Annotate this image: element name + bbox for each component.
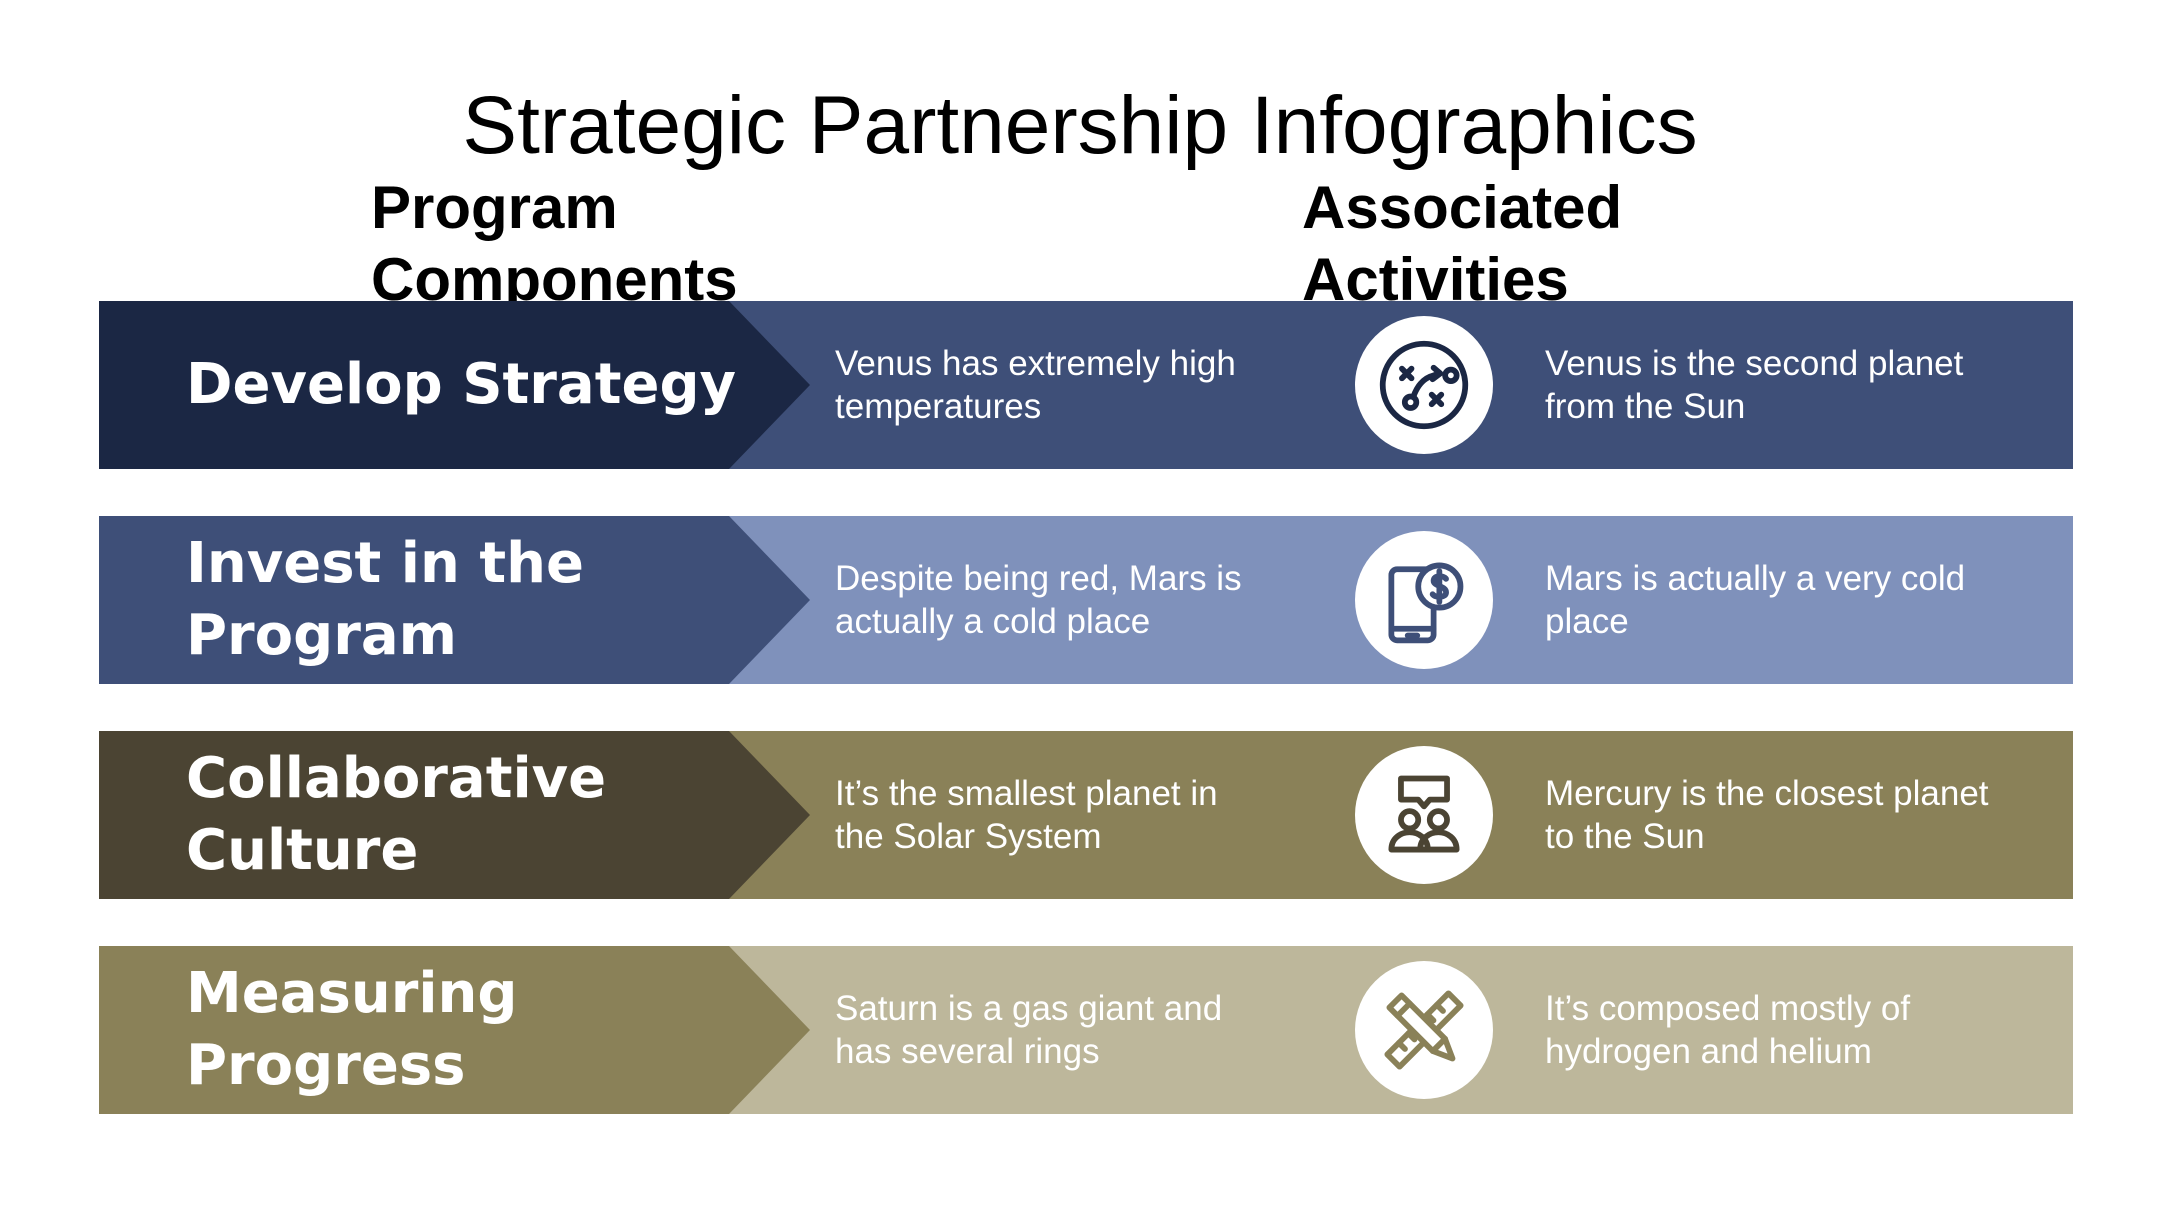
row-arrow: [729, 516, 810, 684]
row-develop-strategy: Develop Strategy Venus has extremely hig…: [99, 301, 2073, 469]
page-title: Strategic Partnership Infographics: [462, 80, 1698, 171]
column-header-program-components: Program Components: [371, 174, 738, 313]
component-description: It’s the smallest planet in the Solar Sy…: [835, 774, 1218, 856]
row-measuring-progress: Measuring Progress Saturn is a gas giant…: [99, 946, 2073, 1114]
row-label-block: [99, 516, 729, 684]
row-invest-in-the-program: Invest in the Program Despite being red,…: [99, 516, 2073, 684]
row-collaborative-culture: Collaborative Culture It’s the smallest …: [99, 731, 2073, 899]
row-label-block: [99, 731, 729, 899]
team-chat-icon: [1388, 775, 1460, 853]
icon-circle: [1355, 961, 1493, 1099]
row-label-block: [99, 946, 729, 1114]
row-label: Measuring Progress: [186, 961, 518, 1098]
component-description: Saturn is a gas giant and has several ri…: [835, 989, 1223, 1071]
row-label: Develop Strategy: [186, 352, 737, 417]
component-description: Venus has extremely high temperatures: [835, 344, 1236, 426]
component-description: Despite being red, Mars is actually a co…: [835, 559, 1242, 641]
row-arrow: [729, 301, 810, 469]
column-header-associated-activities: Associated Activities: [1302, 174, 1623, 313]
row-label: Invest in the Program: [186, 531, 584, 668]
strategy-icon: [1379, 340, 1469, 430]
row-arrow: [729, 731, 810, 899]
mobile-payment-icon: [1388, 562, 1464, 644]
activity-description: Venus is the second planet from the Sun: [1545, 344, 1964, 426]
activity-description: Mercury is the closest planet to the Sun: [1545, 774, 1989, 856]
activity-description: It’s composed mostly of hydrogen and hel…: [1545, 989, 1911, 1071]
ruler-pencil-icon: [1384, 990, 1464, 1070]
activity-description: Mars is actually a very cold place: [1545, 559, 1966, 641]
icon-circle: [1355, 316, 1493, 454]
row-label-block: [99, 301, 729, 469]
icon-circle: [1355, 746, 1493, 884]
row-label: Collaborative Culture: [186, 746, 607, 883]
row-arrow: [729, 946, 810, 1114]
icon-circle: [1355, 531, 1493, 669]
